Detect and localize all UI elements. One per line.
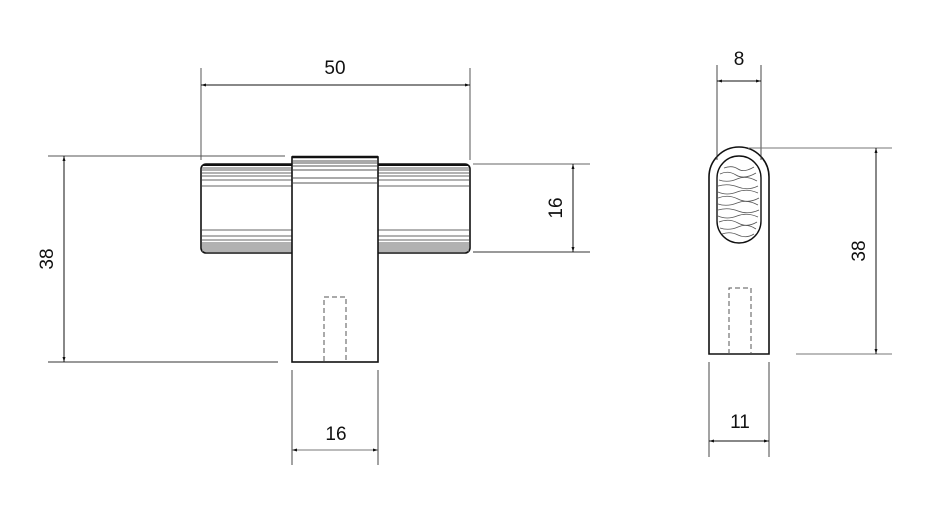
front-view: 50 38 16 16: [37, 58, 590, 465]
dim-label-50: 50: [324, 58, 345, 79]
knurl-hatch: [717, 166, 760, 238]
side-view: 8 38 11: [708, 49, 892, 457]
dim-label-16-stem: 16: [325, 424, 346, 445]
knob-stem: [291, 155, 379, 363]
dimension-bottom-width-11: 11: [708, 362, 770, 457]
dimension-stem-width-16: 16: [291, 370, 379, 465]
dimension-height-38-front: 38: [37, 155, 285, 363]
dimension-width-50: 50: [200, 58, 471, 160]
dimension-bar-height-16: 16: [473, 163, 590, 253]
hidden-screw-hole: [323, 296, 347, 361]
dim-label-16-bar: 16: [546, 197, 567, 218]
side-hidden-screw-hole: [728, 287, 752, 354]
dimension-height-38-side: 38: [748, 147, 892, 355]
dim-label-11: 11: [730, 412, 750, 433]
dim-label-38-front: 38: [37, 248, 58, 269]
dim-label-38-side: 38: [849, 240, 870, 261]
dim-label-8: 8: [734, 49, 745, 70]
dimension-top-width-8: 8: [716, 49, 762, 160]
